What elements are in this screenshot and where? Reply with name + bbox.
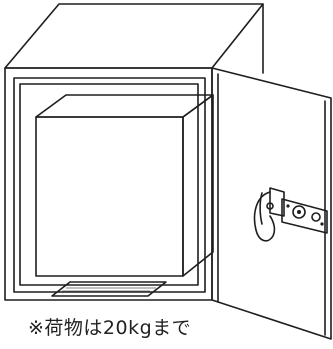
parcel-box bbox=[35, 94, 214, 277]
cabinet-body bbox=[4, 3, 264, 301]
lock-plate-icon bbox=[269, 187, 328, 234]
floor-label-plate bbox=[51, 281, 167, 297]
cabinet-door bbox=[211, 67, 332, 340]
key-tag-icon bbox=[253, 191, 276, 242]
weight-limit-caption: ※荷物は20kgまで bbox=[28, 317, 192, 339]
